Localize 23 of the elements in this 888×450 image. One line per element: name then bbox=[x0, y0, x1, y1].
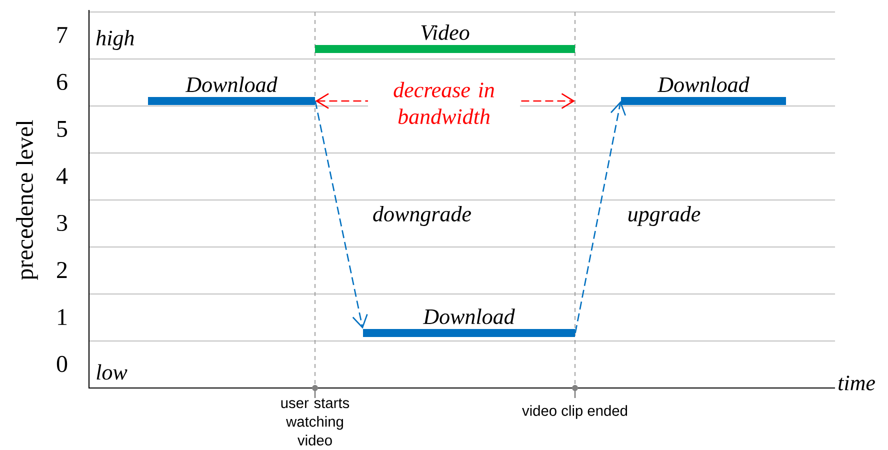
tick-label: 7 bbox=[58, 27, 68, 43]
bar-label: Download bbox=[422, 308, 515, 324]
edge-label: downgrade bbox=[373, 206, 471, 226]
bar-label: Video bbox=[421, 24, 470, 40]
event-label: video clip ended bbox=[522, 405, 628, 419]
tick-label: 4 bbox=[56, 168, 68, 184]
tick-label: 1 bbox=[58, 309, 67, 325]
bar-label: Download bbox=[657, 76, 750, 92]
tick-label: 0 bbox=[56, 356, 68, 372]
event-label: user starts watching video bbox=[281, 398, 350, 446]
edge-label: decrease in bandwidth bbox=[368, 80, 520, 126]
axis-title: precedence level bbox=[16, 120, 38, 280]
level-label: low bbox=[96, 364, 128, 380]
axis-title: time bbox=[838, 376, 875, 390]
edge-label: upgrade bbox=[628, 206, 700, 226]
arrow bbox=[314, 100, 368, 329]
tick-label: 3 bbox=[57, 214, 68, 232]
tick-label: 6 bbox=[57, 74, 68, 90]
bar-label: Download bbox=[185, 76, 278, 92]
tick-label: 2 bbox=[57, 262, 67, 278]
arrow bbox=[574, 101, 626, 334]
level-label: high bbox=[96, 30, 134, 50]
tick-label: 5 bbox=[57, 121, 68, 137]
